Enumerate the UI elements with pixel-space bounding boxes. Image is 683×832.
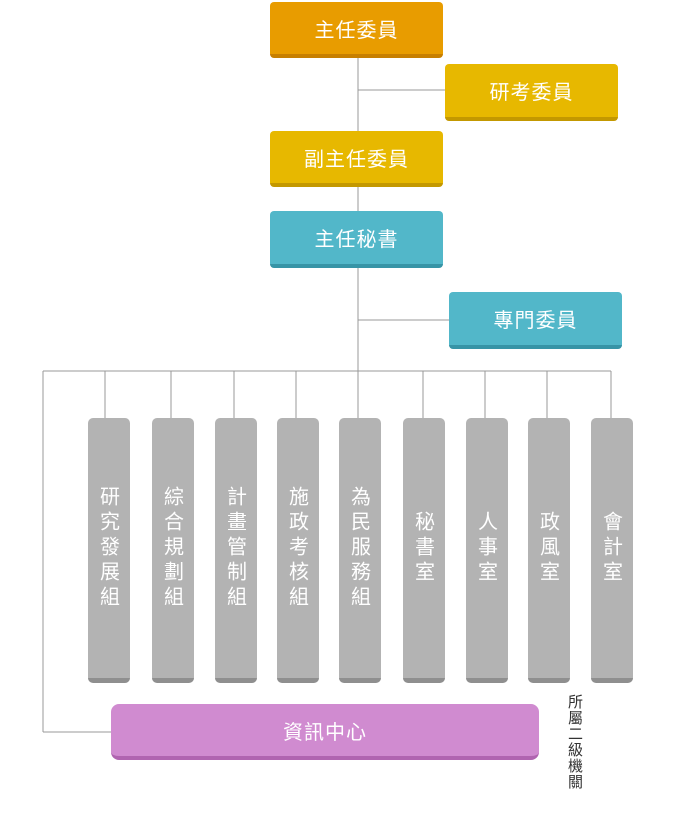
research-commissioner-label: 研考委員 <box>489 80 574 104</box>
department-label: 施政考核組 <box>285 485 310 611</box>
department-ethics[interactable]: 政風室 <box>528 418 570 683</box>
research-commissioner-box[interactable]: 研考委員 <box>445 64 618 121</box>
department-label: 研究發展組 <box>96 485 121 611</box>
chief-secretary-label: 主任秘書 <box>314 227 399 251</box>
department-personnel[interactable]: 人事室 <box>466 418 508 683</box>
department-public-service[interactable]: 為民服務組 <box>339 418 381 683</box>
affiliated-agency-note: 所屬二級機關 <box>566 694 584 790</box>
info-center-label: 資訊中心 <box>283 719 367 744</box>
department-label: 為民服務組 <box>347 485 372 611</box>
department-plan-control[interactable]: 計畫管制組 <box>215 418 257 683</box>
director-box[interactable]: 主任委員 <box>270 2 443 58</box>
department-comprehensive-planning[interactable]: 綜合規劃組 <box>152 418 194 683</box>
department-secretariat[interactable]: 秘書室 <box>403 418 445 683</box>
special-commissioner-box[interactable]: 專門委員 <box>449 292 622 349</box>
chief-secretary-box[interactable]: 主任秘書 <box>270 211 443 268</box>
department-label: 計畫管制組 <box>223 485 248 611</box>
deputy-director-label: 副主任委員 <box>304 146 409 171</box>
department-label: 會計室 <box>599 510 624 586</box>
info-center-box[interactable]: 資訊中心 <box>111 704 539 760</box>
department-performance-evaluation[interactable]: 施政考核組 <box>277 418 319 683</box>
department-accounting[interactable]: 會計室 <box>591 418 633 683</box>
deputy-director-box[interactable]: 副主任委員 <box>270 131 443 187</box>
special-commissioner-label: 專門委員 <box>493 308 578 332</box>
department-research-development[interactable]: 研究發展組 <box>88 418 130 683</box>
director-label: 主任委員 <box>314 17 399 42</box>
department-label: 人事室 <box>474 510 499 586</box>
department-label: 綜合規劃組 <box>160 485 185 611</box>
department-label: 政風室 <box>536 510 561 586</box>
department-label: 秘書室 <box>411 510 436 586</box>
